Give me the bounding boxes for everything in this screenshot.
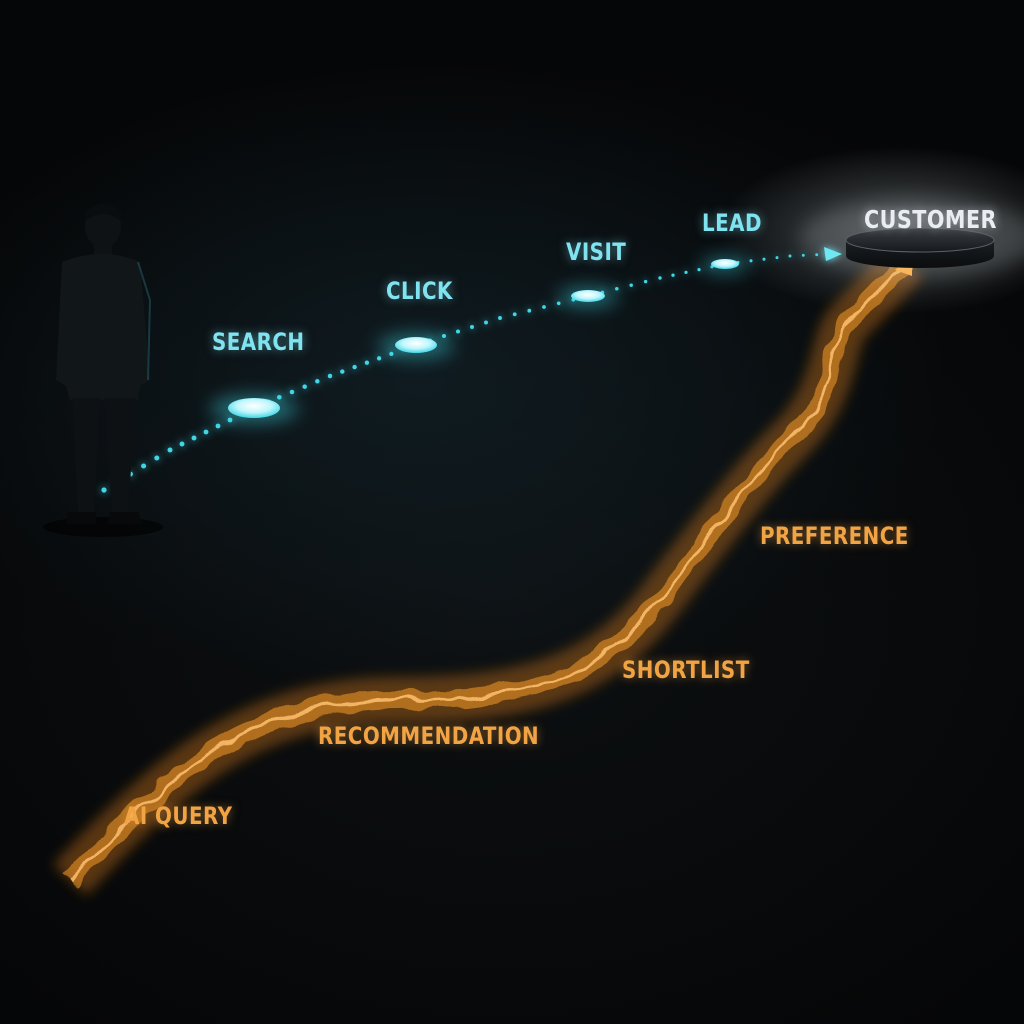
path-dot (629, 283, 633, 287)
path-dot (101, 487, 107, 493)
path-dot (801, 253, 805, 257)
path-dot (762, 257, 766, 261)
path-dot (352, 364, 357, 370)
path-dot (154, 455, 160, 461)
stage-label-recommendation: RECOMMENDATION (318, 722, 540, 750)
path-dot (191, 435, 197, 441)
path-dot (556, 301, 561, 306)
standing-person-silhouette-icon (43, 204, 163, 537)
path-dot (527, 308, 532, 313)
path-dot (203, 429, 209, 435)
path-dot (643, 279, 648, 284)
destination-label-customer: CUSTOMER (864, 205, 997, 234)
path-dot (455, 329, 461, 334)
path-dot (376, 356, 382, 361)
stage-label-search: SEARCH (212, 328, 305, 356)
disc-lead (701, 257, 749, 273)
path-dot (215, 423, 221, 429)
path-dot (441, 333, 447, 339)
path-dot (340, 369, 345, 374)
path-dot (775, 256, 779, 260)
stage-label-lead: LEAD (702, 209, 762, 237)
disc-visit (558, 287, 618, 307)
path-dot (289, 389, 295, 395)
path-dot (141, 463, 147, 469)
path-dot (364, 360, 370, 365)
path-dot (542, 305, 546, 309)
stage-label-click: CLICK (386, 277, 453, 305)
traditional-arrowhead-icon (824, 247, 842, 261)
stage-label-ai-query: AI QUERY (124, 802, 233, 830)
path-dot (484, 320, 488, 325)
path-dot (788, 254, 792, 258)
pedestal-icon (800, 198, 1024, 278)
path-dot (327, 373, 333, 379)
path-dot (697, 267, 701, 272)
path-dot (671, 273, 675, 277)
path-dot (512, 312, 517, 317)
path-dot (658, 276, 662, 280)
path-dot (684, 270, 688, 275)
stage-label-preference: PREFERENCE (760, 522, 909, 550)
disc-search (210, 395, 298, 423)
path-dot (315, 379, 320, 384)
path-dot (749, 259, 753, 263)
traditional-path (101, 247, 842, 493)
path-dot (615, 287, 619, 291)
path-dot (815, 253, 819, 257)
path-dot (302, 384, 307, 389)
ai-path (53, 247, 923, 896)
path-dot (167, 447, 173, 453)
stage-discs (210, 257, 749, 423)
stage-label-visit: VISIT (566, 238, 627, 266)
path-dot (179, 441, 185, 447)
path-dot (470, 325, 474, 329)
stage-label-shortlist: SHORTLIST (622, 656, 750, 684)
disc-click (378, 334, 454, 358)
traditional-path-dots (101, 253, 819, 493)
path-dot (498, 316, 502, 320)
